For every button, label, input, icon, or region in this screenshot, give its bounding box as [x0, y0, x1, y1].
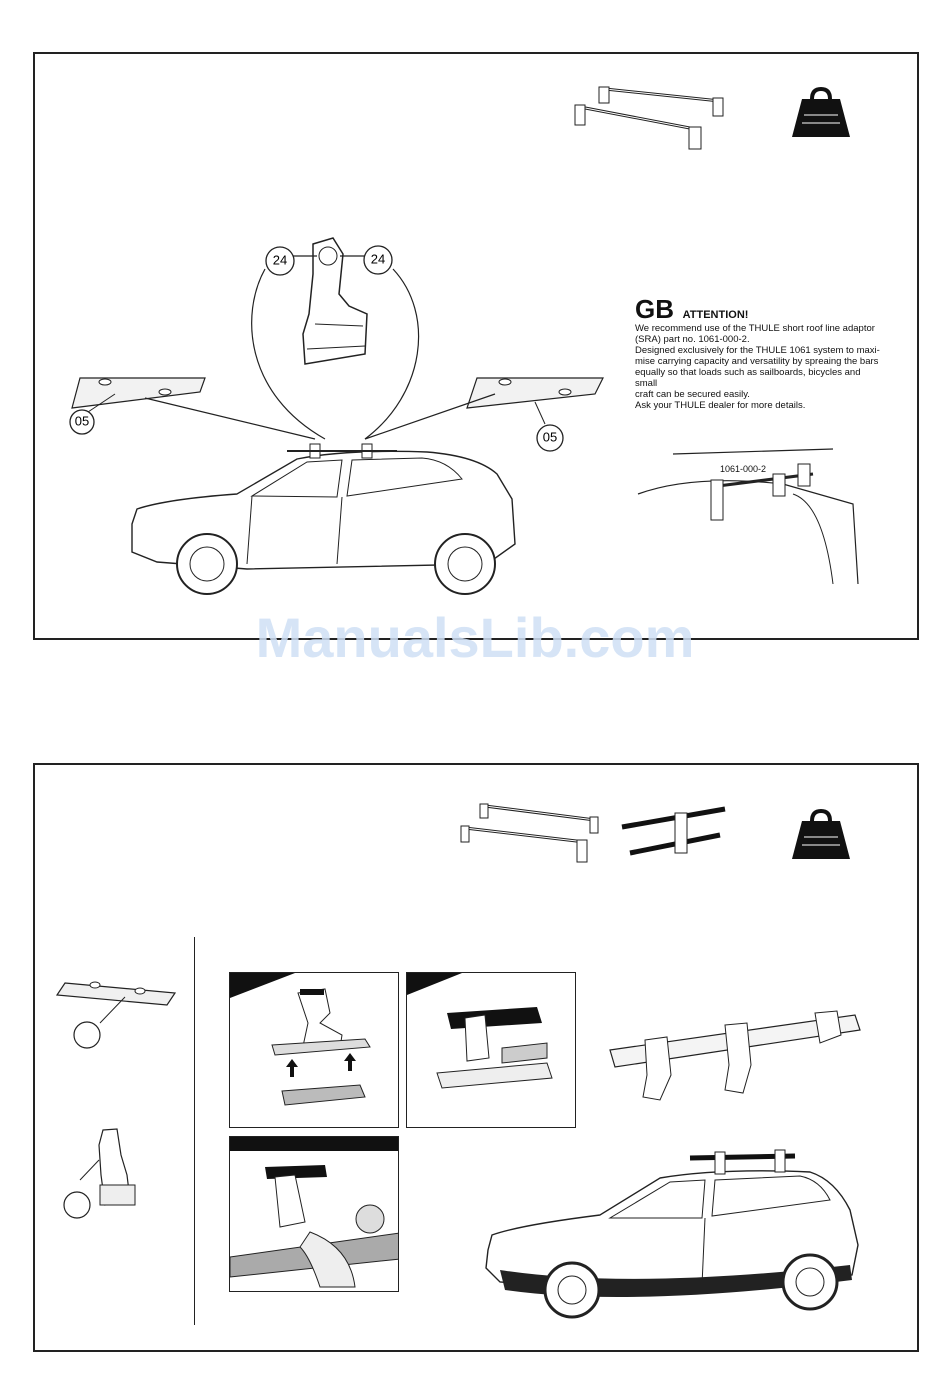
language-code: GB	[635, 294, 674, 324]
callout-circle	[363, 245, 393, 275]
foot-part	[63, 1128, 136, 1219]
instruction-panel-top: 24 24 05 05	[33, 52, 919, 640]
assembled-rack-illustration	[609, 1010, 861, 1101]
sra-adaptor-illustration	[637, 448, 859, 585]
attention-line: craft can be secured easily.	[635, 389, 750, 400]
attention-notice: GB ATTENTION! We recommend use of the TH…	[635, 294, 885, 411]
divider	[194, 937, 195, 1325]
foot-bracket-illustration: 24 24	[251, 237, 420, 440]
attention-line: equally so that loads such as sailboards…	[635, 367, 861, 389]
callout-number: 05	[75, 413, 89, 428]
callout-circle	[265, 246, 295, 276]
step-frame-3	[229, 1136, 399, 1292]
attention-line: (SRA) part no. 1061-000-2.	[635, 334, 750, 345]
load-bars-illustration	[621, 806, 726, 856]
rubber-pad-left: 05	[69, 377, 206, 435]
attention-line: Ask your THULE dealer for more details.	[635, 400, 806, 411]
attention-line: mise carrying capacity and versatility b…	[635, 356, 879, 367]
attention-line: We recommend use of the THULE short roof…	[635, 323, 875, 334]
empty-callout-circle	[63, 1191, 91, 1219]
car-illustration	[131, 443, 516, 595]
attention-line: Designed exclusively for the THULE 1061 …	[635, 345, 880, 356]
weight-icon	[792, 808, 850, 859]
roof-rack-illustration	[460, 803, 599, 863]
roof-rack-illustration	[574, 86, 724, 150]
rubber-pad-part	[55, 981, 177, 1049]
callout-number: 24	[273, 252, 287, 267]
callout-number: 24	[371, 251, 385, 266]
callout-number: 05	[543, 429, 557, 444]
part-number-label: 1061-000-2	[720, 464, 767, 474]
step-frame-2	[406, 972, 576, 1128]
empty-callout-circle	[73, 1021, 101, 1049]
attention-title: ATTENTION!	[682, 309, 749, 321]
instruction-panel-bottom	[33, 763, 919, 1352]
step-frame-1	[229, 972, 399, 1128]
rubber-pad-right: 05	[466, 377, 604, 452]
pointer-arrows	[144, 393, 496, 440]
car-with-rack-illustration	[485, 1149, 859, 1319]
weight-icon	[792, 86, 850, 137]
